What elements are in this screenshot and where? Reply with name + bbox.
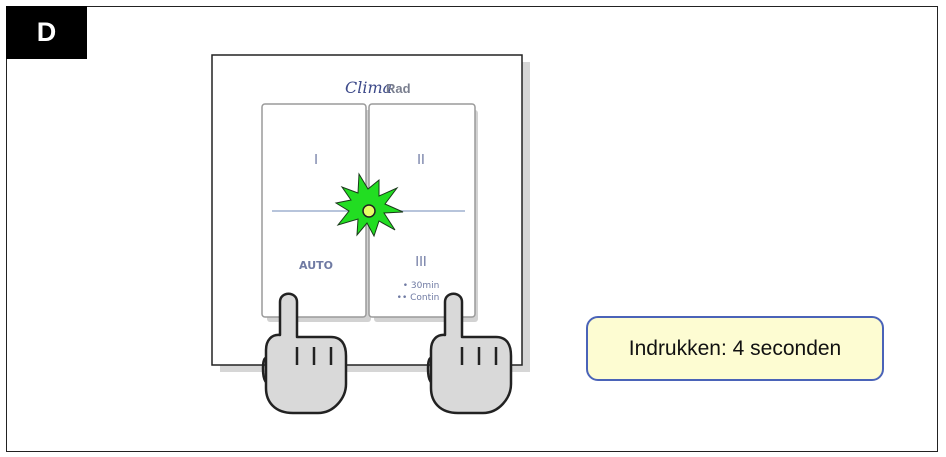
step-label: D bbox=[6, 6, 87, 59]
button-sublabel-continuous: •• Contin bbox=[397, 293, 440, 303]
button-label-iii: III bbox=[415, 255, 427, 270]
button-label-i: I bbox=[314, 153, 318, 168]
button-label-auto: AUTO bbox=[299, 259, 333, 272]
led-indicator bbox=[362, 204, 376, 218]
brand-logo-script: Clima bbox=[345, 78, 392, 97]
right-hand-pointer-icon bbox=[426, 292, 513, 415]
instruction-callout: Indrukken: 4 seconden bbox=[586, 316, 884, 381]
brand-logo-bold: Rad bbox=[386, 81, 411, 96]
button-label-ii: II bbox=[417, 153, 425, 168]
button-sublabel-30min: • 30min bbox=[403, 281, 440, 291]
left-hand-pointer-icon bbox=[261, 292, 348, 415]
